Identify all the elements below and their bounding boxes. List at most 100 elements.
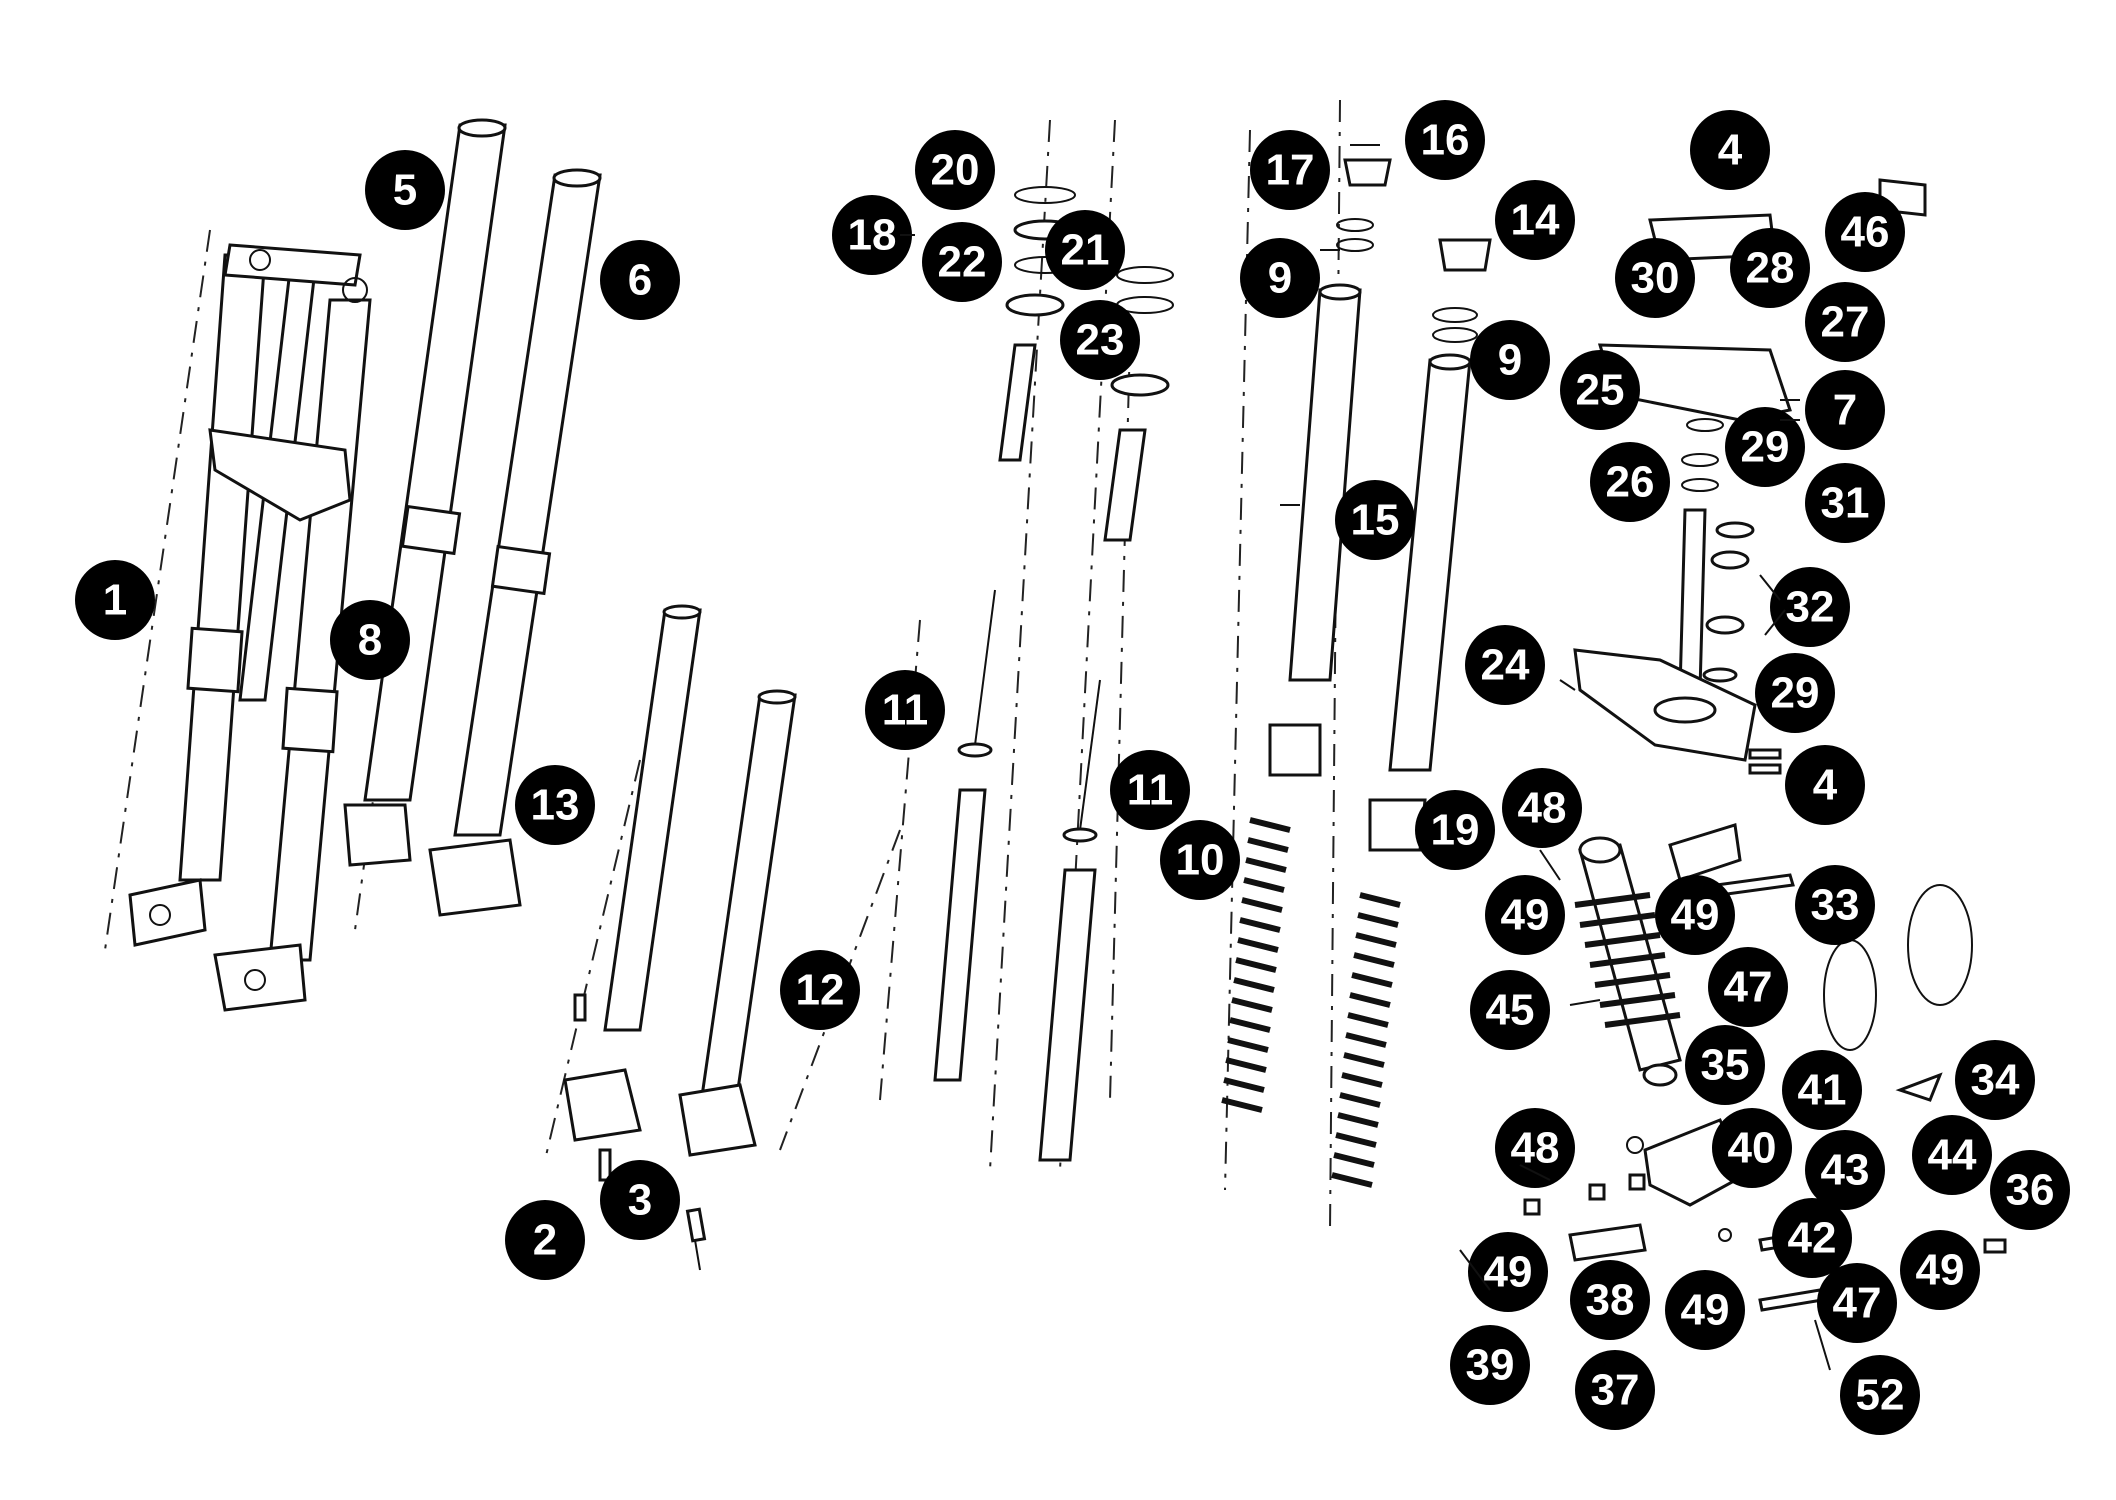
- callout-28: 28: [1730, 228, 1810, 308]
- callout-15: 15: [1335, 480, 1415, 560]
- svg-text:18: 18: [848, 211, 897, 260]
- callout-20: 20: [915, 130, 995, 210]
- svg-text:9: 9: [1268, 254, 1292, 303]
- svg-text:4: 4: [1813, 761, 1838, 810]
- svg-text:25: 25: [1576, 366, 1625, 415]
- callout-52: 52: [1840, 1355, 1920, 1435]
- svg-text:39: 39: [1466, 1341, 1515, 1390]
- callout-29: 29: [1725, 407, 1805, 487]
- svg-text:16: 16: [1421, 116, 1470, 165]
- callout-10: 10: [1160, 820, 1240, 900]
- callout-19: 19: [1415, 790, 1495, 870]
- svg-text:19: 19: [1431, 806, 1480, 855]
- svg-text:42: 42: [1788, 1214, 1837, 1263]
- callout-25: 25: [1560, 350, 1640, 430]
- svg-text:3: 3: [628, 1176, 652, 1225]
- svg-text:4: 4: [1718, 126, 1743, 175]
- callout-18: 18: [832, 195, 912, 275]
- svg-text:49: 49: [1671, 891, 1720, 940]
- callout-44: 44: [1912, 1115, 1992, 1195]
- callout-3: 3: [600, 1160, 680, 1240]
- callout-29: 29: [1755, 653, 1835, 733]
- callout-6: 6: [600, 240, 680, 320]
- svg-text:47: 47: [1724, 963, 1773, 1012]
- triple-clamps: [1573, 178, 1927, 762]
- callout-46: 46: [1825, 192, 1905, 272]
- callout-4: 4: [1690, 110, 1770, 190]
- callout-49: 49: [1665, 1270, 1745, 1350]
- callout-2: 2: [505, 1200, 585, 1280]
- svg-text:14: 14: [1511, 196, 1560, 245]
- svg-text:46: 46: [1841, 208, 1890, 257]
- svg-text:33: 33: [1811, 881, 1860, 930]
- callout-8: 8: [330, 600, 410, 680]
- svg-text:27: 27: [1821, 298, 1870, 347]
- leader-lines: [900, 144, 1831, 1371]
- callout-17: 17: [1250, 130, 1330, 210]
- callout-38: 38: [1570, 1260, 1650, 1340]
- callout-7: 7: [1805, 370, 1885, 450]
- svg-text:13: 13: [531, 781, 580, 830]
- callout-16: 16: [1405, 100, 1485, 180]
- svg-text:29: 29: [1741, 423, 1790, 472]
- svg-text:1: 1: [103, 576, 127, 625]
- callout-34: 34: [1955, 1040, 2035, 1120]
- svg-text:22: 22: [938, 238, 987, 287]
- svg-text:34: 34: [1971, 1056, 2020, 1105]
- callout-4: 4: [1785, 745, 1865, 825]
- svg-text:15: 15: [1351, 496, 1400, 545]
- svg-text:41: 41: [1798, 1066, 1847, 1115]
- svg-text:30: 30: [1631, 254, 1680, 303]
- callout-13: 13: [515, 765, 595, 845]
- svg-text:52: 52: [1856, 1371, 1905, 1420]
- svg-text:32: 32: [1786, 583, 1835, 632]
- callout-14: 14: [1495, 180, 1575, 260]
- callout-12: 12: [780, 950, 860, 1030]
- svg-text:47: 47: [1833, 1279, 1882, 1328]
- callout-33: 33: [1795, 865, 1875, 945]
- callout-labels: 1 2 3 4 4 5 6 7 8 9 9 10 11 11 12 13 14 …: [75, 100, 2070, 1435]
- svg-text:20: 20: [931, 146, 980, 195]
- svg-text:26: 26: [1606, 458, 1655, 507]
- callout-47: 47: [1708, 947, 1788, 1027]
- callout-41: 41: [1782, 1050, 1862, 1130]
- callout-49: 49: [1485, 875, 1565, 955]
- svg-text:11: 11: [882, 686, 929, 735]
- callout-32: 32: [1770, 567, 1850, 647]
- complete-fork-assembly: [128, 243, 372, 1012]
- svg-text:49: 49: [1484, 1248, 1533, 1297]
- callout-36: 36: [1990, 1150, 2070, 1230]
- callout-35: 35: [1685, 1025, 1765, 1105]
- svg-text:36: 36: [2006, 1166, 2055, 1215]
- callout-47: 47: [1817, 1263, 1897, 1343]
- callout-5: 5: [365, 150, 445, 230]
- callout-9: 9: [1470, 320, 1550, 400]
- svg-text:21: 21: [1061, 226, 1110, 275]
- svg-text:8: 8: [358, 616, 382, 665]
- callout-26: 26: [1590, 442, 1670, 522]
- callout-49: 49: [1468, 1232, 1548, 1312]
- svg-text:45: 45: [1486, 986, 1535, 1035]
- svg-text:37: 37: [1591, 1366, 1640, 1415]
- callout-42: 42: [1772, 1198, 1852, 1278]
- callout-45: 45: [1470, 970, 1550, 1050]
- callout-48: 48: [1495, 1108, 1575, 1188]
- svg-text:49: 49: [1501, 891, 1550, 940]
- svg-text:11: 11: [1127, 766, 1174, 815]
- callout-49: 49: [1655, 875, 1735, 955]
- callout-22: 22: [922, 222, 1002, 302]
- svg-text:5: 5: [393, 166, 417, 215]
- svg-text:49: 49: [1681, 1286, 1730, 1335]
- svg-text:29: 29: [1771, 669, 1820, 718]
- svg-text:40: 40: [1728, 1124, 1777, 1173]
- svg-text:38: 38: [1586, 1276, 1635, 1325]
- callout-49: 49: [1900, 1230, 1980, 1310]
- svg-text:6: 6: [628, 256, 652, 305]
- callout-11: 11: [1110, 750, 1190, 830]
- svg-text:17: 17: [1266, 146, 1315, 195]
- svg-text:43: 43: [1821, 1146, 1870, 1195]
- callout-24: 24: [1465, 625, 1545, 705]
- callout-23: 23: [1060, 300, 1140, 380]
- svg-text:7: 7: [1833, 386, 1857, 435]
